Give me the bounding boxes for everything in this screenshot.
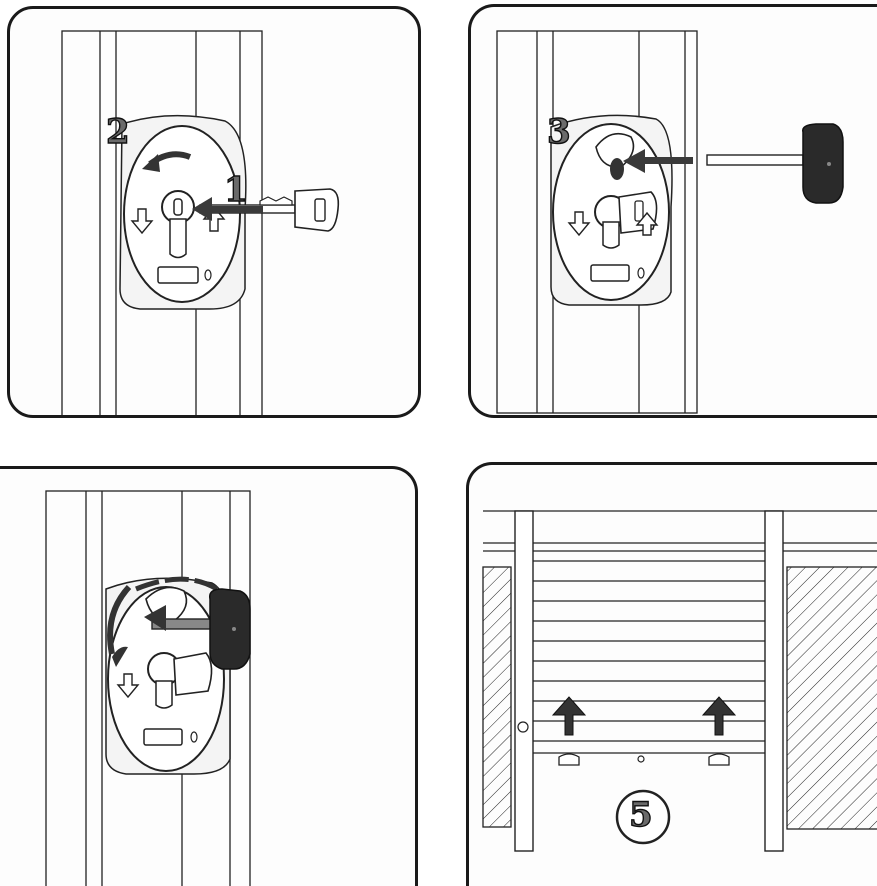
up-arrow-icon <box>635 211 659 236</box>
panel-4-drawing <box>482 510 877 852</box>
panel-step-4 <box>0 466 418 886</box>
shutter-frame <box>483 510 877 552</box>
lock-cylinder-icon <box>161 190 195 259</box>
posts <box>514 510 784 852</box>
window-left <box>482 566 512 828</box>
panel-3-drawing <box>45 490 251 886</box>
up-arrow-icon <box>551 696 587 736</box>
arrow-icon <box>192 197 263 221</box>
down-arrow-icon <box>130 208 154 235</box>
step-label-1: 1 <box>223 170 248 210</box>
t-handle-key-icon <box>209 588 251 670</box>
nameplate <box>590 264 630 282</box>
step-label-3: 3 <box>546 112 571 152</box>
down-arrow-icon <box>567 211 591 237</box>
panel-1-drawing <box>61 30 340 415</box>
window-right <box>786 566 877 830</box>
shutter-slats <box>533 560 765 754</box>
nameplate <box>143 728 183 746</box>
panel-step-3: 3 <box>468 4 877 418</box>
panel-2-drawing <box>496 30 844 414</box>
lock-cylinder-icon <box>147 652 213 709</box>
down-arrow-icon <box>116 673 140 699</box>
panel-step-1-2: 2 1 <box>7 6 421 418</box>
shutter-handles <box>558 753 730 766</box>
step-label-5: 5 <box>628 795 653 835</box>
step-label-2: 2 <box>105 112 130 152</box>
up-arrow-icon <box>701 696 737 736</box>
arrow-icon <box>623 149 693 173</box>
nameplate <box>157 266 199 284</box>
rotation-arrow-icon <box>135 576 226 596</box>
step-5-badge <box>615 789 671 845</box>
panel-step-5: 5 <box>466 462 877 886</box>
t-handle-key-icon <box>706 123 844 204</box>
